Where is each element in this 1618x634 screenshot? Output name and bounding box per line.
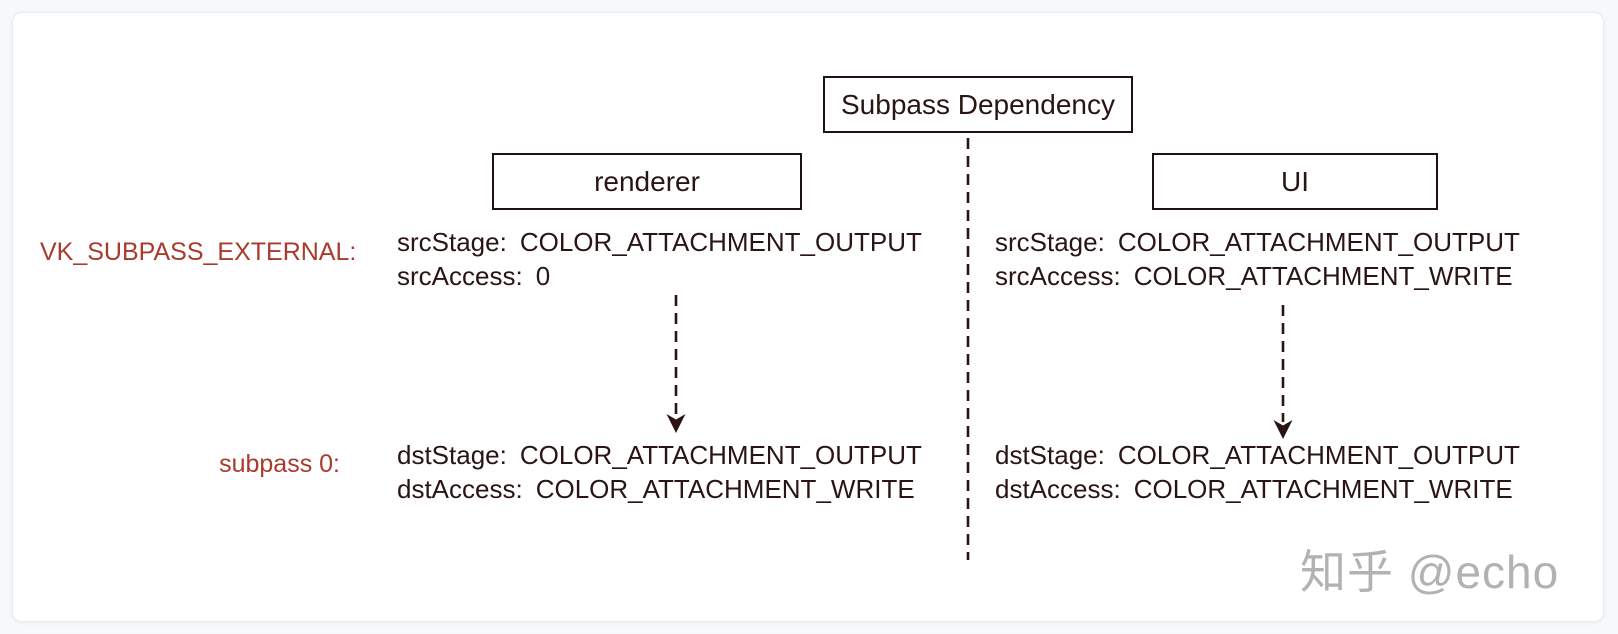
renderer-label: renderer [594,165,700,197]
renderer-dst-access-line: dstAccess: COLOR_ATTACHMENT_WRITE [397,472,922,506]
field-label: srcAccess: [397,261,523,291]
field-value: COLOR_ATTACHMENT_WRITE [535,474,915,504]
subpass-dependency-label: Subpass Dependency [841,88,1115,120]
field-label: dstStage: [397,440,507,470]
field-value: COLOR_ATTACHMENT_OUTPUT [519,227,922,257]
field-value: COLOR_ATTACHMENT_WRITE [1133,474,1513,504]
ui-box: UI [1152,153,1438,210]
field-label: dstStage: [995,440,1105,470]
field-value: COLOR_ATTACHMENT_OUTPUT [519,440,922,470]
ui-dst-block: dstStage: COLOR_ATTACHMENT_OUTPUT dstAcce… [995,438,1520,506]
ui-src-access-line: srcAccess: COLOR_ATTACHMENT_WRITE [995,259,1520,293]
ui-src-block: srcStage: COLOR_ATTACHMENT_OUTPUT srcAcce… [995,225,1520,293]
row-label-vk-subpass-external: VK_SUBPASS_EXTERNAL: [40,238,357,266]
renderer-src-stage-line: srcStage: COLOR_ATTACHMENT_OUTPUT [397,225,922,259]
field-label: srcAccess: [995,261,1121,291]
renderer-dst-block: dstStage: COLOR_ATTACHMENT_OUTPUT dstAcce… [397,438,922,506]
renderer-src-block: srcStage: COLOR_ATTACHMENT_OUTPUT srcAcce… [397,225,922,293]
field-label: dstAccess: [995,474,1121,504]
field-label: dstAccess: [397,474,523,504]
field-value: COLOR_ATTACHMENT_OUTPUT [1117,440,1520,470]
ui-label: UI [1281,165,1309,197]
field-label: srcStage: [397,227,507,257]
subpass-dependency-box: Subpass Dependency [823,76,1133,133]
ui-src-stage-line: srcStage: COLOR_ATTACHMENT_OUTPUT [995,225,1520,259]
diagram-card [12,12,1604,622]
zhihu-watermark: 知乎 @echo [1300,546,1560,598]
row-label-subpass-0: subpass 0: [219,450,340,478]
renderer-box: renderer [492,153,802,210]
field-value: COLOR_ATTACHMENT_OUTPUT [1117,227,1520,257]
renderer-dst-stage-line: dstStage: COLOR_ATTACHMENT_OUTPUT [397,438,922,472]
ui-dst-access-line: dstAccess: COLOR_ATTACHMENT_WRITE [995,472,1520,506]
field-value: 0 [535,261,551,291]
field-label: srcStage: [995,227,1105,257]
field-value: COLOR_ATTACHMENT_WRITE [1133,261,1513,291]
ui-dst-stage-line: dstStage: COLOR_ATTACHMENT_OUTPUT [995,438,1520,472]
renderer-src-access-line: srcAccess: 0 [397,259,922,293]
